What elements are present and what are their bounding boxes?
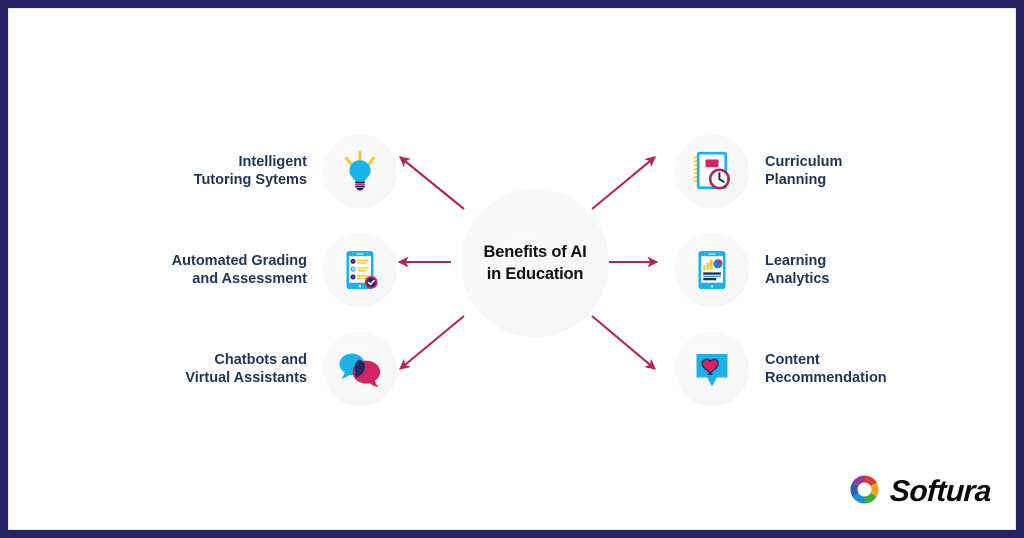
arrow-to-chatbots: [399, 315, 465, 370]
node-label-automated-grading: Automated Grading and Assessment: [171, 252, 307, 287]
icon-circle-learning-analytics: [675, 233, 749, 307]
softura-logo: Softura: [848, 473, 992, 511]
lightbulb-icon: [337, 148, 383, 194]
node-chatbots-virtual-assistants[interactable]: Chatbots and Virtual Assistants: [127, 332, 397, 406]
icon-circle-content-recommendation: [675, 332, 749, 406]
node-label-intelligent-tutoring: Intelligent Tutoring Sytems: [193, 153, 307, 188]
node-label-chatbots: Chatbots and Virtual Assistants: [185, 351, 307, 386]
icon-circle-curriculum-planning: [675, 134, 749, 208]
infographic-canvas: Benefits of AI in Education Intelligent …: [8, 8, 1016, 530]
speech-bubbles-icon: [336, 347, 384, 391]
center-title-line2: in Education: [486, 265, 584, 283]
node-automated-grading[interactable]: Automated Grading and Assessment: [127, 233, 397, 307]
tablet-chart-icon: [689, 247, 735, 293]
notebook-clock-icon: [689, 148, 735, 194]
node-intelligent-tutoring[interactable]: Intelligent Tutoring Sytems: [127, 134, 397, 208]
arrow-to-tutoring: [399, 156, 465, 210]
node-label-learning-analytics: Learning Analytics: [765, 252, 830, 287]
node-label-content-recommendation: Content Recommendation: [765, 351, 887, 386]
aperture-swirl-icon: [848, 473, 881, 511]
node-content-recommendation[interactable]: Content Recommendation: [675, 332, 965, 406]
center-title-line1: Benefits of AI: [483, 242, 587, 261]
node-learning-analytics[interactable]: Learning Analytics: [675, 233, 965, 307]
arrow-to-content: [591, 315, 656, 370]
center-hub: Benefits of AI in Education: [461, 189, 609, 337]
heart-bubble-icon: [690, 347, 734, 391]
icon-circle-chatbots: [323, 332, 397, 406]
icon-circle-automated-grading: [323, 233, 397, 307]
softura-wordmark: Softura: [889, 475, 992, 508]
node-label-curriculum-planning: Curriculum Planning: [765, 153, 843, 188]
icon-circle-intelligent-tutoring: [323, 134, 397, 208]
arrow-to-curriculum: [591, 156, 656, 210]
node-curriculum-planning[interactable]: Curriculum Planning: [675, 134, 965, 208]
tablet-checklist-icon: [337, 247, 383, 293]
